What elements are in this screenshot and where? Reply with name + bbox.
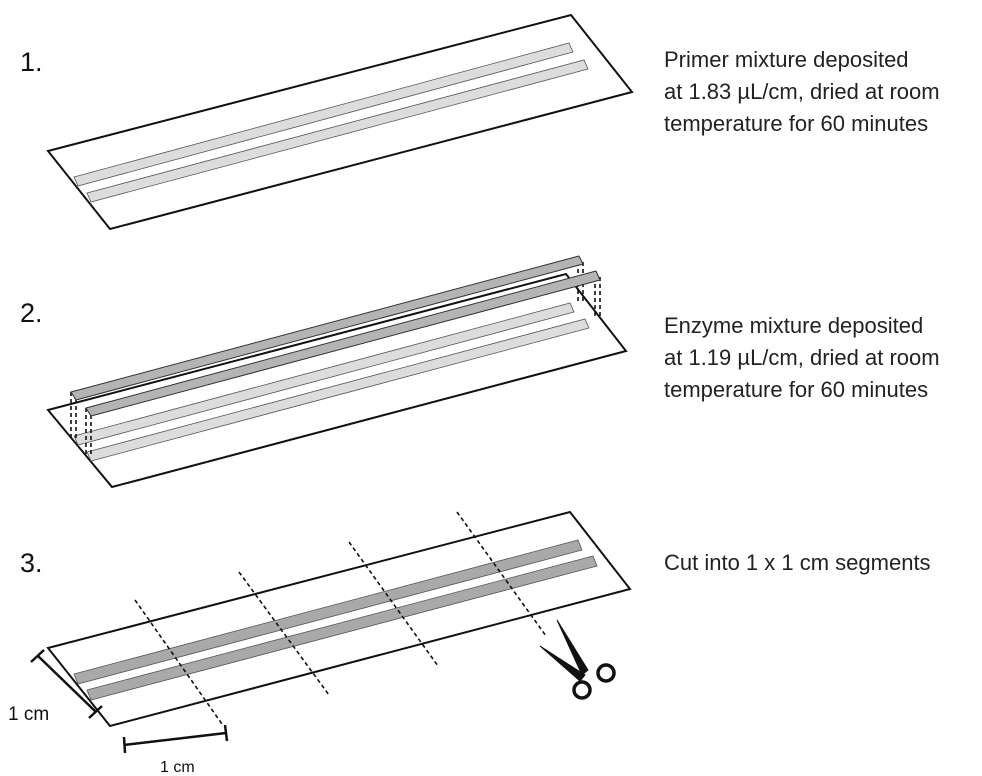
step-2-number: 2.	[20, 298, 43, 328]
scissors-icon	[539, 619, 616, 700]
height-dimension-label: 1 cm	[8, 704, 49, 725]
step-2-illustration: 2.	[20, 255, 628, 489]
height-dimension-marker	[30, 649, 103, 719]
step-1-description: Primer mixture deposited at 1.83 µL/cm, …	[664, 44, 940, 140]
step-3-illustration: 3. 1 cm 1 cm	[8, 510, 632, 776]
step-2-description-line: Enzyme mixture deposited	[664, 313, 924, 338]
step-3-number: 3.	[20, 548, 43, 578]
step-2-description: Enzyme mixture deposited at 1.19 µL/cm, …	[664, 310, 940, 406]
step-1-number: 1.	[20, 47, 43, 77]
step-3-description: Cut into 1 x 1 cm segments	[664, 547, 931, 579]
step-1-primer-line-2	[86, 59, 589, 203]
step-1-primer-line-1	[73, 42, 574, 187]
step-3-combined-line-2	[86, 555, 598, 701]
step-1-description-line: at 1.83 µL/cm, dried at room	[664, 79, 940, 104]
step-3-description-line: Cut into 1 x 1 cm segments	[664, 550, 931, 575]
step-1-description-line: temperature for 60 minutes	[664, 111, 929, 136]
step-3-paper-strip	[46, 510, 632, 728]
step-2-primer-line-1	[73, 302, 575, 446]
step-2-enzyme-bar-2	[85, 270, 601, 417]
step-2-description-line: temperature for 60 minutes	[664, 377, 929, 402]
step-1-illustration: 1.	[20, 13, 634, 231]
step-1-paper-strip	[46, 13, 634, 231]
step-3-combined-line-1	[73, 539, 583, 685]
width-dimension-label: 1 cm	[160, 759, 195, 776]
step-1-description-line: Primer mixture deposited	[664, 47, 909, 72]
width-dimension-marker	[122, 724, 229, 754]
step-2-primer-line-2	[86, 318, 590, 462]
step-3-cut-lines	[134, 511, 547, 725]
step-2-enzyme-bar-1	[70, 255, 584, 401]
step-2-description-line: at 1.19 µL/cm, dried at room	[664, 345, 940, 370]
